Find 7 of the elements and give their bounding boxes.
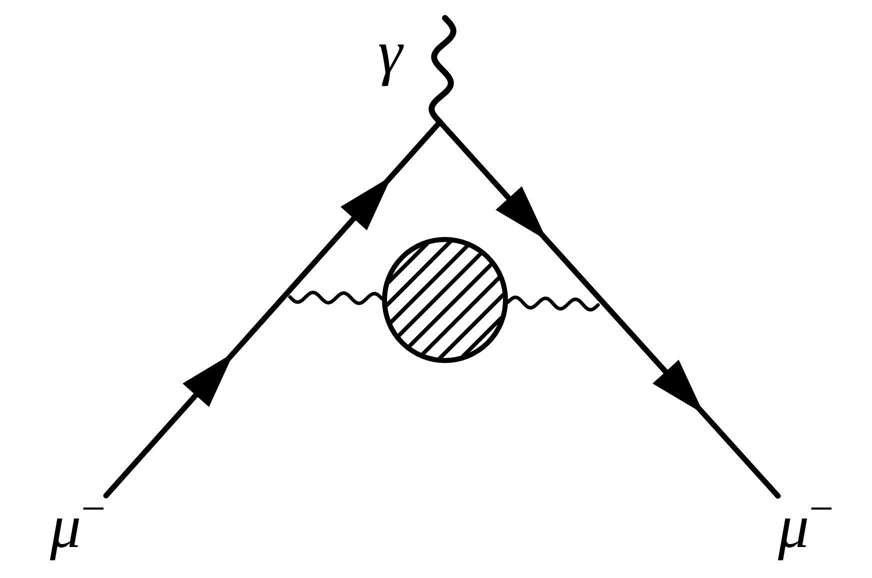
particle-label: μ$^{−}$ (50, 492, 106, 563)
photon-line (288, 290, 384, 306)
photon-line (428, 15, 456, 125)
particle-label: μ$^{−}$ (778, 492, 834, 563)
particle-label: γ (378, 18, 402, 90)
hatched-circle (382, 237, 508, 363)
photon-line (506, 296, 600, 312)
